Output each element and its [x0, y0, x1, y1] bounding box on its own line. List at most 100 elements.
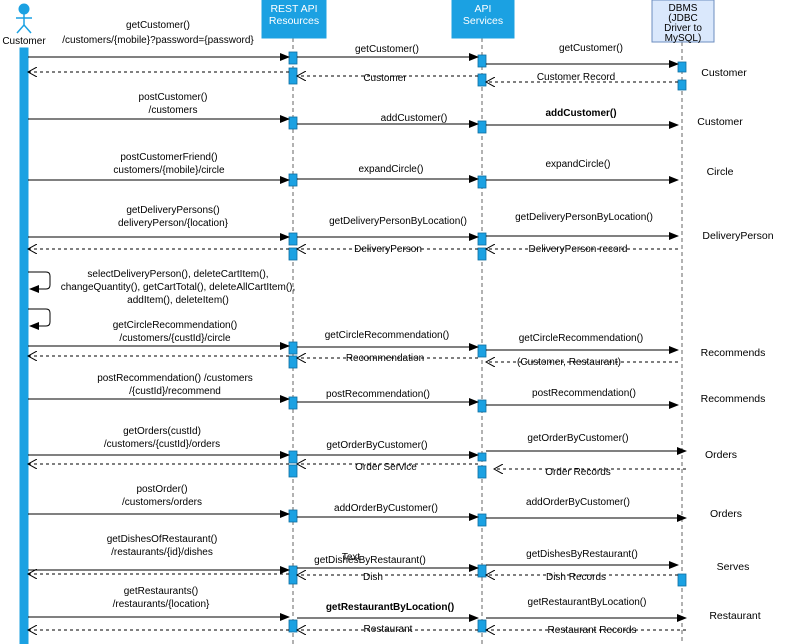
message-label: addCustomer()	[545, 108, 616, 119]
message-label: expandCircle()	[358, 164, 423, 175]
actor-head	[18, 3, 30, 15]
message-label: customers/{mobile}/circle	[113, 165, 225, 176]
activation-dbms	[677, 573, 687, 587]
return-label: Order Records	[545, 467, 611, 478]
participant-api: API Services	[451, 0, 515, 39]
return-label: DeliveryPerson	[354, 244, 422, 255]
message-label: getOrderByCustomer()	[527, 433, 628, 444]
actor-leg-right	[23, 24, 32, 34]
message-label: postRecommendation() /customers	[97, 373, 253, 384]
message-label: postCustomer()	[139, 92, 208, 103]
activation-api	[477, 452, 487, 462]
activation-api	[477, 73, 487, 87]
side-label: Recommends	[701, 347, 766, 359]
side-label: Serves	[717, 561, 750, 573]
message-label: addOrderByCustomer()	[526, 497, 630, 508]
actor-activation	[19, 47, 29, 644]
actor-customer: Customer	[2, 3, 46, 644]
side-label: Recommends	[701, 393, 766, 405]
activation-dbms	[677, 79, 687, 91]
activation-api	[477, 120, 487, 134]
message-label: getOrderByCustomer()	[326, 440, 427, 451]
activation-api	[477, 465, 487, 479]
message-label: /restaurants/{id}/dishes	[111, 547, 213, 558]
return-label: Restaurant	[364, 624, 413, 635]
self-call-loop	[28, 271, 51, 293]
message-label: getDeliveryPersons()	[126, 205, 219, 216]
actor-leg-left	[16, 24, 25, 34]
activation-rest	[288, 247, 298, 261]
message-label: getCustomer()	[126, 20, 190, 31]
message-label: getDeliveryPersonByLocation()	[329, 216, 467, 227]
self-call-label: selectDeliveryPerson(), deleteCartItem()…	[87, 269, 268, 280]
activation-api	[477, 564, 487, 578]
message-label: /{custId}/recommend	[129, 386, 221, 397]
activation-api	[477, 344, 487, 358]
return-label: Customer Record	[537, 72, 615, 83]
participant-rest-line1: REST API	[270, 3, 317, 15]
return-label: DeliveryPerson record	[529, 244, 628, 255]
activation-rest	[288, 450, 298, 464]
message-label: getCustomer()	[355, 44, 419, 55]
message-label: deliveryPerson/{location}	[118, 218, 229, 229]
message-label: getDeliveryPersonByLocation()	[515, 212, 653, 223]
participant-api-line2: Services	[463, 15, 503, 27]
self-call-loop	[28, 308, 51, 330]
activation-rest	[288, 355, 298, 369]
message-label: postCustomerFriend()	[120, 152, 217, 163]
message-label: getRestaurantByLocation()	[326, 602, 454, 613]
message-label: postRecommendation()	[532, 388, 636, 399]
message-label: Text	[342, 552, 361, 563]
message-label: getDishesByRestaurant()	[314, 555, 426, 566]
side-label: Customer	[701, 67, 747, 79]
participant-api-box	[451, 0, 515, 39]
side-label: Restaurant	[709, 610, 760, 622]
side-label: Customer	[697, 116, 743, 128]
message-label: /customers/{mobile}?password={password}	[62, 35, 254, 46]
return-label: Recommendation	[346, 353, 424, 364]
activation-rest	[288, 232, 298, 246]
message-label: getOrders(custId)	[123, 426, 201, 437]
message-label: addCustomer()	[381, 113, 448, 124]
actor-label: Customer	[2, 36, 46, 47]
message-label: getCustomer()	[559, 43, 623, 54]
message-label: /restaurants/{location}	[113, 599, 210, 610]
message-labels: getCustomer() /customers/{mobile}?passwo…	[61, 20, 653, 636]
return-label: Order Service	[355, 462, 417, 473]
activations	[288, 51, 687, 633]
message-label: addOrderByCustomer()	[334, 503, 438, 514]
message-label: postRecommendation()	[326, 389, 430, 400]
participant-dbms-box	[651, 0, 715, 43]
message-label: getCircleRecommendation()	[519, 333, 644, 344]
participant-dbms-line4: MySQL)	[665, 33, 702, 44]
message-label: getDishesByRestaurant()	[526, 549, 638, 560]
activation-rest	[288, 51, 298, 65]
activation-api	[477, 54, 487, 68]
side-labels: Customer Customer Circle DeliveryPerson …	[697, 67, 774, 622]
participant-dbms: DBMS (JDBC Driver to MySQL)	[651, 0, 715, 44]
participant-dbms-line1: DBMS	[669, 3, 698, 14]
activation-api	[477, 247, 487, 261]
message-label: getRestaurantByLocation()	[528, 597, 647, 608]
message-label: expandCircle()	[545, 159, 610, 170]
participant-rest: REST API Resources	[261, 0, 327, 39]
message-label: getCircleRecommendation()	[113, 320, 238, 331]
activation-rest	[288, 509, 298, 523]
return-label: Customer	[363, 73, 407, 84]
activation-rest	[288, 116, 298, 130]
self-call-label: changeQuantity(), getCartTotal(), delete…	[61, 282, 296, 293]
message-label: /customers	[149, 105, 198, 116]
side-label: DeliveryPerson	[702, 230, 773, 242]
side-label: Orders	[705, 449, 737, 461]
activation-rest	[288, 464, 298, 478]
activation-rest	[288, 565, 298, 585]
message-label: /customers/{custId}/circle	[119, 333, 231, 344]
return-label: Dish	[363, 572, 383, 583]
side-label: Orders	[710, 508, 742, 520]
arrows	[28, 53, 687, 630]
return-label: Restaurant Records	[548, 625, 637, 636]
activation-api	[477, 175, 487, 189]
participant-rest-box	[261, 0, 327, 39]
activation-rest	[288, 341, 298, 355]
